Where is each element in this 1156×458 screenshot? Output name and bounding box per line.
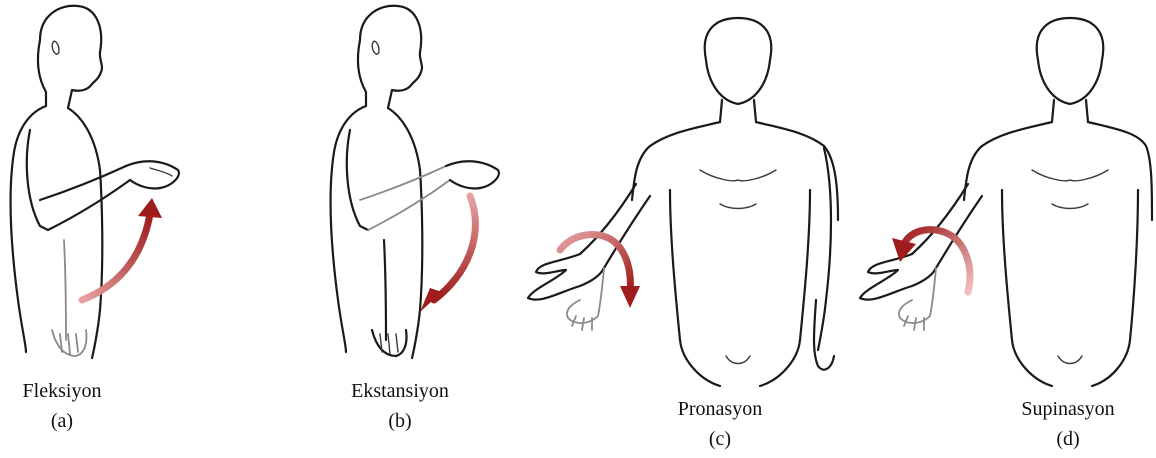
front-view-figure-c — [520, 0, 840, 458]
rotation-arrow-down-icon — [560, 235, 630, 292]
caption-supination: Supinasyon — [1021, 398, 1114, 421]
panel-pronation: Pronasyon (c) — [520, 0, 840, 458]
curved-arrow-down-icon — [434, 196, 475, 300]
caption-extension: Ekstansiyon — [351, 380, 449, 403]
caption-flexion: Fleksiyon — [23, 380, 102, 403]
rotation-arrow-left-icon — [904, 230, 970, 292]
caption-letter-c: (c) — [709, 428, 731, 451]
panel-flexion: Fleksiyon (a) — [0, 0, 230, 458]
panel-extension: Ekstansiyon (b) — [320, 0, 550, 458]
panel-supination: Supinasyon (d) — [852, 0, 1156, 458]
caption-letter-a: (a) — [51, 410, 73, 433]
caption-letter-b: (b) — [388, 410, 411, 433]
caption-pronation: Pronasyon — [678, 398, 762, 421]
caption-letter-d: (d) — [1056, 428, 1079, 451]
curved-arrow-up-icon — [82, 214, 150, 300]
front-view-figure-d — [852, 0, 1156, 458]
